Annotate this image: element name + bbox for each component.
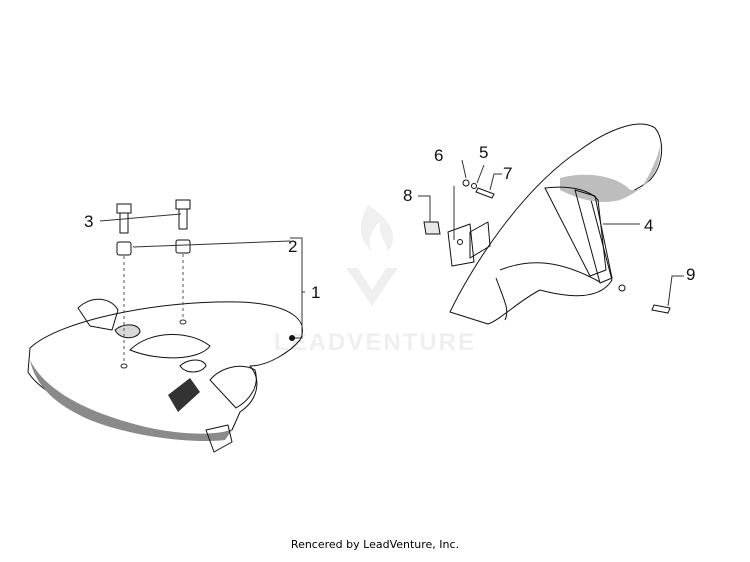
footer-credit: Rencered by LeadVenture, Inc. <box>290 538 460 551</box>
callout-4: 4 <box>644 216 653 235</box>
watermark-text: LEADVENTURE <box>274 329 476 356</box>
fender-part <box>447 123 663 325</box>
fender-hardware <box>423 179 671 314</box>
callout-1: 1 <box>311 283 320 302</box>
bolt-part <box>116 199 191 234</box>
callout-5: 5 <box>479 143 488 162</box>
callout-2: 2 <box>288 237 297 256</box>
callout-labels: 1 2 3 4 5 6 7 8 9 <box>84 143 695 302</box>
assembly-centerlines <box>123 254 184 364</box>
disc-guard-part <box>27 298 303 453</box>
nut-part <box>116 239 191 256</box>
leadventure-watermark: LEADVENTURE <box>274 205 476 356</box>
callout-leaders <box>99 159 684 341</box>
callout-9: 9 <box>686 265 695 284</box>
callout-7: 7 <box>503 164 512 183</box>
callout-6: 6 <box>434 146 443 165</box>
callout-3: 3 <box>84 212 93 231</box>
callout-8: 8 <box>403 186 412 205</box>
